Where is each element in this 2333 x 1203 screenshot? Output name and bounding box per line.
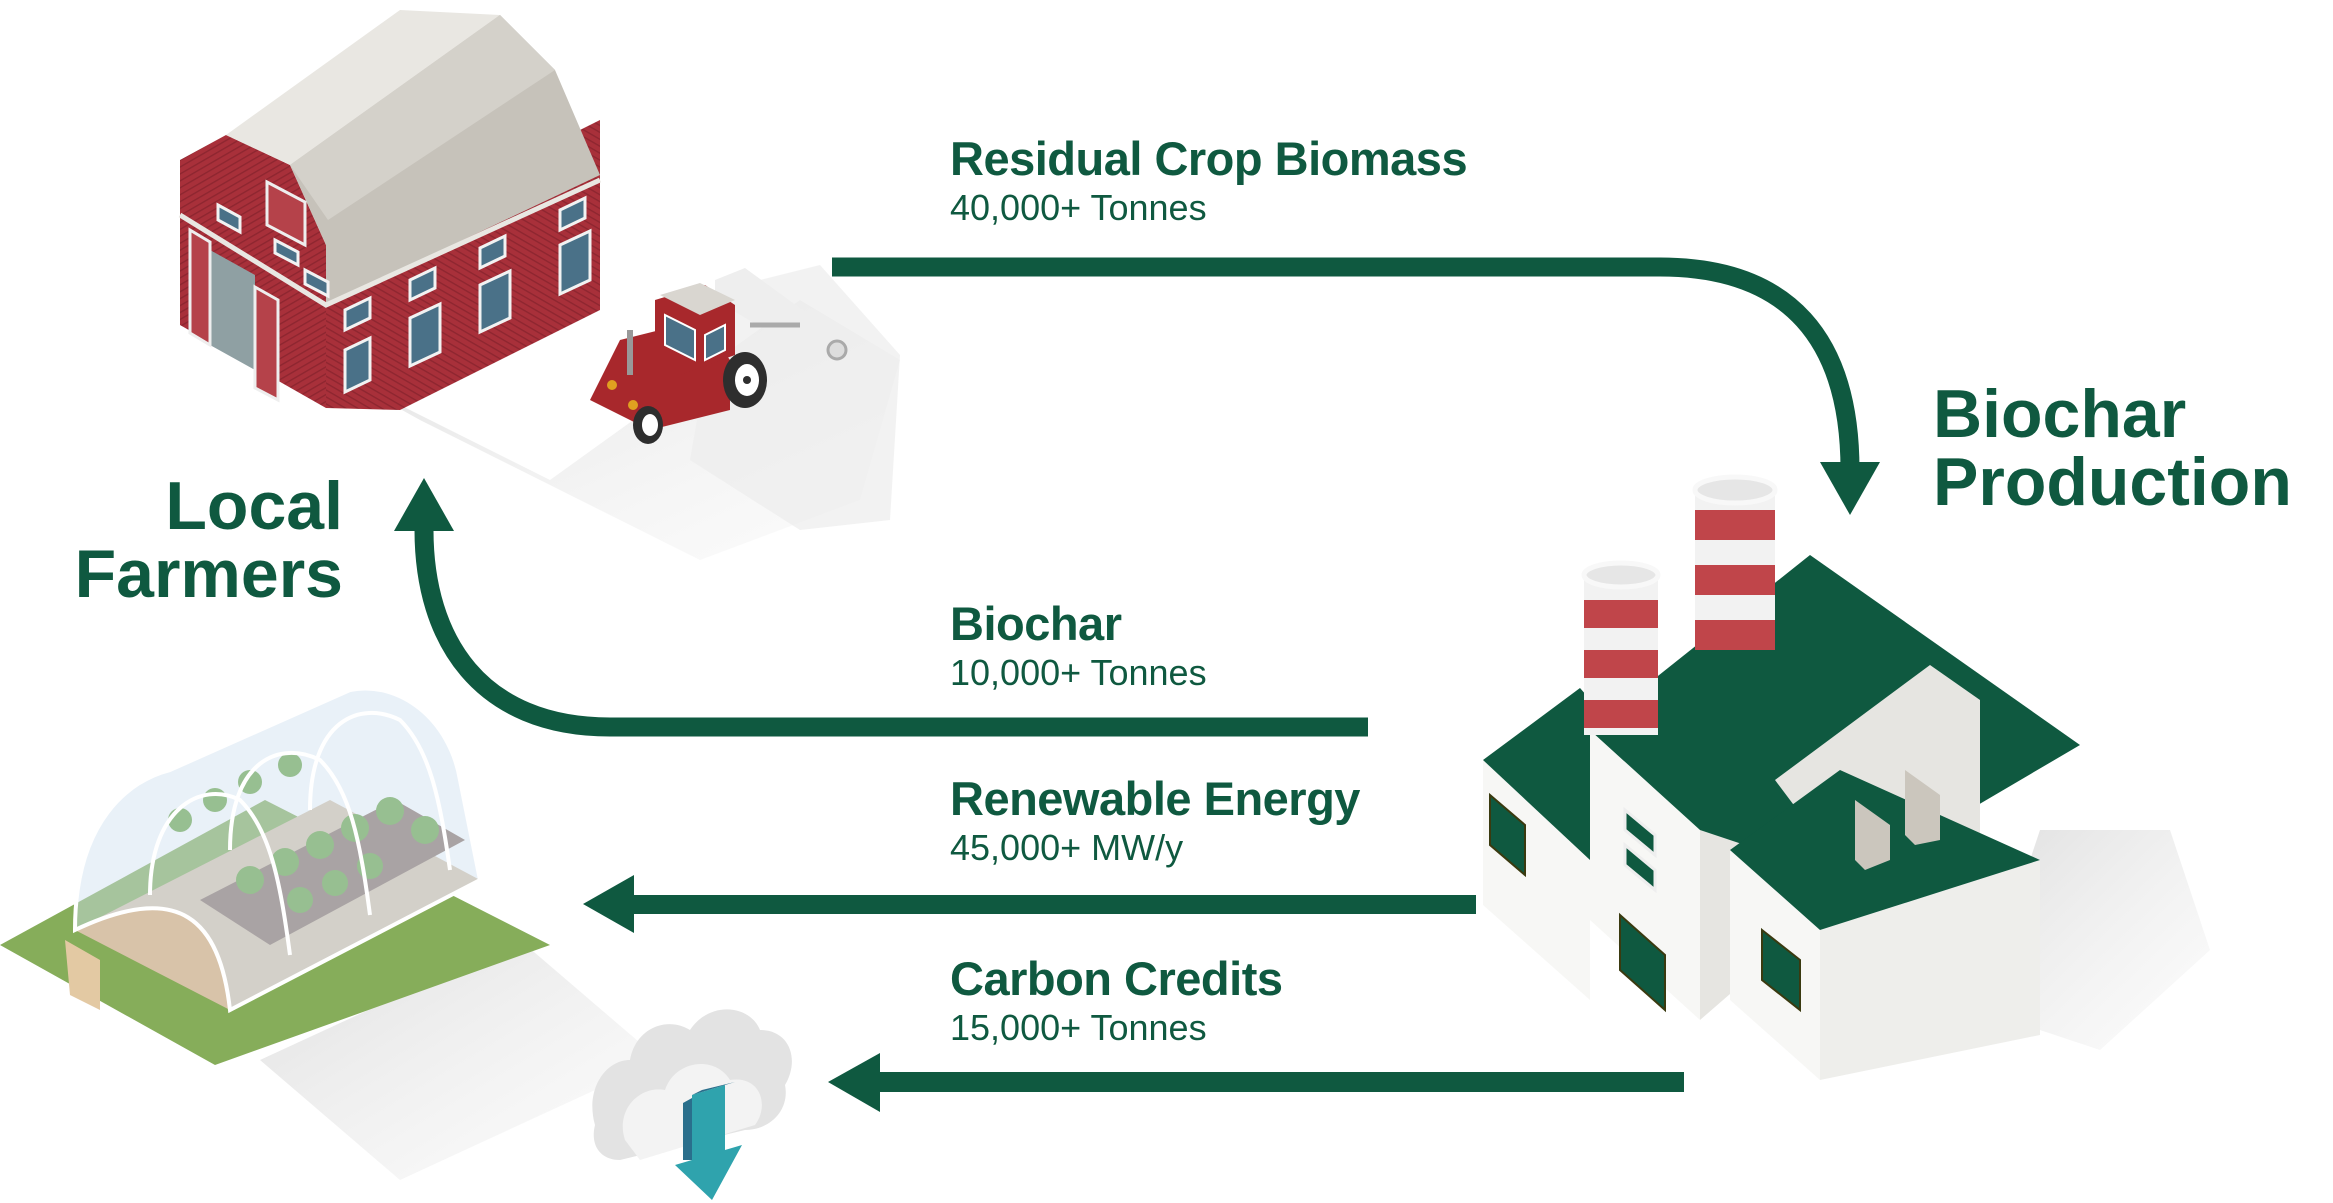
barn-door-right	[253, 284, 280, 403]
arrowhead-down	[1820, 462, 1880, 515]
flow-label-biochar: Biochar 10,000+ Tonnes	[950, 600, 1207, 691]
barn-hay-window	[265, 179, 307, 248]
factory-annex-side	[1820, 860, 2040, 1080]
flow-amount: 40,000+ Tonnes	[950, 187, 1207, 228]
node-label-biochar-production: Biochar Production	[1933, 380, 2292, 516]
greenhouse-shadow	[260, 940, 660, 1180]
barn-door-opening	[210, 250, 255, 370]
flow-arrow-biochar	[394, 478, 1368, 737]
tractor	[590, 283, 767, 444]
greenhouse-dome	[72, 686, 483, 1014]
flow-label-renewable-energy: Renewable Energy 45,000+ MW/y	[950, 775, 1360, 866]
barn-door-left	[188, 227, 212, 348]
greenhouse-ribs	[148, 710, 452, 956]
node-label-line: Biochar	[1933, 376, 2187, 452]
flow-arrow-residual-crop-biomass	[832, 257, 1880, 515]
flow-amount: 10,000+ Tonnes	[950, 652, 1207, 693]
greenhouse-illustration	[0, 686, 660, 1180]
tractor-ground-shadow	[690, 265, 900, 530]
flow-amount: 45,000+ MW/y	[950, 827, 1184, 868]
barn-windows	[216, 195, 592, 395]
factory-left-door	[1489, 792, 1526, 878]
factory-window	[1623, 841, 1657, 894]
chimney-left	[1581, 560, 1661, 735]
factory-window	[1623, 806, 1657, 859]
flow-title: Biochar	[950, 597, 1122, 650]
chimney-right	[1692, 474, 1778, 650]
node-label-line: Local	[165, 468, 343, 544]
arrowhead-left	[828, 1053, 880, 1112]
factory-door	[1619, 912, 1666, 1013]
barn-roof-upper	[226, 10, 500, 165]
flow-title: Renewable Energy	[950, 772, 1360, 825]
flow-title: Carbon Credits	[950, 952, 1283, 1005]
node-label-line: Production	[1933, 444, 2292, 520]
harrow	[715, 268, 848, 361]
flow-arrow-renewable-energy	[583, 875, 1476, 933]
factory-illustration	[1483, 474, 2210, 1080]
barn-roof-ridge	[290, 15, 555, 220]
cloud-download-illustration	[592, 1009, 792, 1200]
flow-arrow-carbon-credits	[828, 1053, 1684, 1112]
arrowhead-up	[394, 478, 454, 531]
factory-annex-door	[1761, 927, 1801, 1013]
arrowhead-left	[583, 875, 634, 933]
node-label-line: Farmers	[74, 536, 343, 612]
node-label-local-farmers: Local Farmers	[75, 472, 343, 608]
flow-title: Residual Crop Biomass	[950, 132, 1468, 185]
flow-label-carbon-credits: Carbon Credits 15,000+ Tonnes	[950, 955, 1283, 1046]
barn-trim	[178, 177, 602, 308]
greenhouse-path	[65, 940, 100, 1010]
flow-amount: 15,000+ Tonnes	[950, 1007, 1207, 1048]
flow-label-residual-crop-biomass: Residual Crop Biomass 40,000+ Tonnes	[950, 132, 1468, 228]
download-arrow-icon	[675, 1082, 742, 1200]
barn-tractor-illustration	[178, 10, 900, 560]
factory-vents	[1855, 770, 1940, 870]
